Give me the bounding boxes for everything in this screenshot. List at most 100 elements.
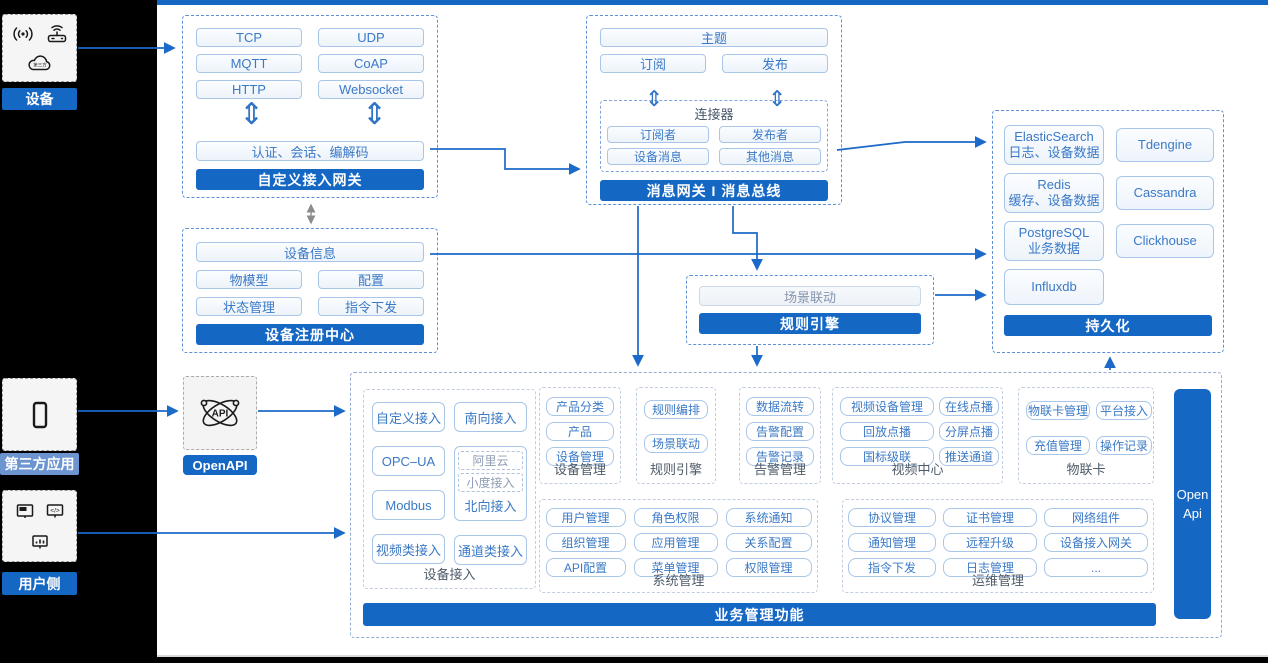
platform-access-box: 平台接入 [1096,401,1152,420]
protocol-grid: TCP UDP MQTT CoAP HTTP Websocket [196,28,424,99]
device-registry-title-bar: 设备注册中心 [196,324,424,345]
protocol-http: HTTP [196,80,302,99]
rule-orchestration-box: 规则编排 [644,400,708,419]
network-component-box: 网络组件 [1044,508,1148,527]
device-mgmt-label: 设备管理 [553,462,606,477]
permission-mgmt-box: 权限管理 [725,558,812,577]
ops-more-box: ... [1044,558,1148,577]
product-category-box: 产品分类 [546,397,614,416]
rule-section-label: 规则引擎 [649,462,702,477]
openapi-icon-box: API [183,376,257,450]
log-mgmt-box: 日志管理 [943,558,1037,577]
message-bus-panel: 主题 订阅 发布 连接器 订阅者 发布者 设备消息 其他消息 消息网关 I 消息… [586,15,842,205]
org-mgmt-box: 组织管理 [545,533,626,552]
protocol-tcp: TCP [196,28,302,47]
playback-box: 回放点播 [840,422,934,441]
message-bus-title-bar: 消息网关 I 消息总线 [600,180,828,201]
app-mgmt-box: 应用管理 [633,533,718,552]
updown-arrow-icon: ⇕ [239,98,265,131]
gb-cascade-box: 国标级联 [840,447,934,466]
video-device-mgmt-box: 视频设备管理 [840,397,934,416]
device-message-box: 设备消息 [607,148,709,165]
custom-gateway-title-bar: 自定义接入网关 [196,169,424,190]
other-message-box: 其他消息 [719,148,821,165]
subscribe-box: 订阅 [600,54,706,73]
status-mgmt-box: 状态管理 [196,297,302,316]
app-window-icon [15,503,35,519]
thing-model-box: 物模型 [196,270,302,289]
remote-upgrade-box: 远程升级 [943,533,1037,552]
iot-card-mgmt-box: 物联卡管理 [1026,401,1090,420]
pubsub-row: 订阅 发布 [600,54,828,73]
updown-arrow-icon: ⇕ [362,98,388,131]
topic-box: 主题 [600,28,828,47]
store-postgresql: PostgreSQL 业务数据 [1004,221,1104,261]
system-notice-box: 系统通知 [725,508,812,527]
custom-access-box: 自定义接入 [372,402,445,432]
system-mgmt-label: 系统管理 [652,573,705,588]
thirdparty-icon-box [2,378,77,451]
device-mgmt-section: 产品分类 产品 设备管理 设备管理 [539,387,621,484]
scene-linkage-box: 场景联动 [699,286,921,306]
aliyun-box: 阿里云 [458,451,523,470]
device-rail-label: 设备 [2,88,77,110]
iot-card-section: 物联卡管理 平台接入 充值管理 操作记录 物联卡 [1018,387,1154,484]
connector-box: 连接器 订阅者 发布者 设备消息 其他消息 [600,100,828,172]
rule-engine-panel: 场景联动 规则引擎 [686,275,934,345]
data-flow-box: 数据流转 [746,397,814,416]
business-title-bar: 业务管理功能 [363,603,1156,626]
channel-access-box: 通道类接入 [454,535,527,565]
rule-engine-title-bar: 规则引擎 [699,313,921,334]
store-influxdb: Influxdb [1004,269,1104,305]
northbound-access-label: 北向接入 [464,499,517,514]
alarm-config-box: 告警配置 [746,422,814,441]
protocol-udp: UDP [318,28,424,47]
video-center-label: 视频中心 [891,462,944,477]
updown-arrow-icon: ⇕ [768,86,787,111]
auth-session-codec-box: 认证、会话、编解码 [196,141,424,161]
business-management-box: 自定义接入 OPC–UA Modbus 视频类接入 南向接入 阿里云 小度接入 … [350,372,1222,638]
device-registry-panel: 设备信息 物模型 配置 状态管理 指令下发 设备注册中心 [182,228,438,353]
persistence-panel: ElasticSearch 日志、设备数据 Tdengine Redis 缓存、… [992,110,1224,353]
command-dispatch-box: 指令下发 [318,297,424,316]
device-icon-box: 第三方 [2,14,77,82]
protocol-mqtt: MQTT [196,54,302,73]
relation-config-box: 关系配置 [725,533,812,552]
updown-arrow-icon: ⇕ [645,86,664,111]
device-info-box: 设备信息 [196,242,424,262]
menu-mgmt-box: 菜单管理 [633,558,718,577]
alarm-section: 数据流转 告警配置 告警记录 告警管理 [739,387,821,484]
video-center-section: 视频设备管理 在线点播 回放点播 分屏点播 国标级联 推送通道 视频中心 [832,387,1003,484]
top-accent-line [157,0,1268,5]
protocol-mgmt-box: 协议管理 [848,508,936,527]
opc-ua-box: OPC–UA [372,446,445,476]
online-play-box: 在线点播 [939,397,999,416]
product-box: 产品 [546,422,614,441]
custom-gateway-panel: TCP UDP MQTT CoAP HTTP Websocket 认证、会话、编… [182,15,438,198]
store-cassandra: Cassandra [1116,176,1214,210]
router-icon [45,24,69,43]
api-config-box: API配置 [545,558,626,577]
alarm-section-label: 告警管理 [753,462,806,477]
svg-text:</>: </> [50,507,60,514]
protocol-websocket: Websocket [318,80,424,99]
ops-mgmt-label: 运维管理 [971,573,1024,588]
rule-section: 规则编排 场景联动 规则引擎 [636,387,716,484]
openapi-label: OpenAPI [183,455,257,475]
chart-window-icon [30,534,50,550]
modbus-box: Modbus [372,490,445,520]
iot-card-label: 物联卡 [1066,462,1106,477]
protocol-coap: CoAP [318,54,424,73]
device-mgmt-box: 设备管理 [546,447,614,466]
system-mgmt-section: 用户管理 角色权限 系统通知 组织管理 应用管理 关系配置 API配置 菜单管理… [539,499,818,593]
thirdparty-rail-label: 第三方应用 [0,453,79,475]
scene-linkage-biz-box: 场景联动 [644,434,708,453]
svg-text:API: API [212,409,229,420]
command-dispatch-ops-box: 指令下发 [848,558,936,577]
user-icon-box: </> [2,490,77,562]
smartphone-icon [29,400,51,430]
northbound-access-box: 阿里云 小度接入 北向接入 [454,446,527,521]
persistence-title-bar: 持久化 [1004,315,1212,336]
video-access-box: 视频类接入 [372,534,445,564]
